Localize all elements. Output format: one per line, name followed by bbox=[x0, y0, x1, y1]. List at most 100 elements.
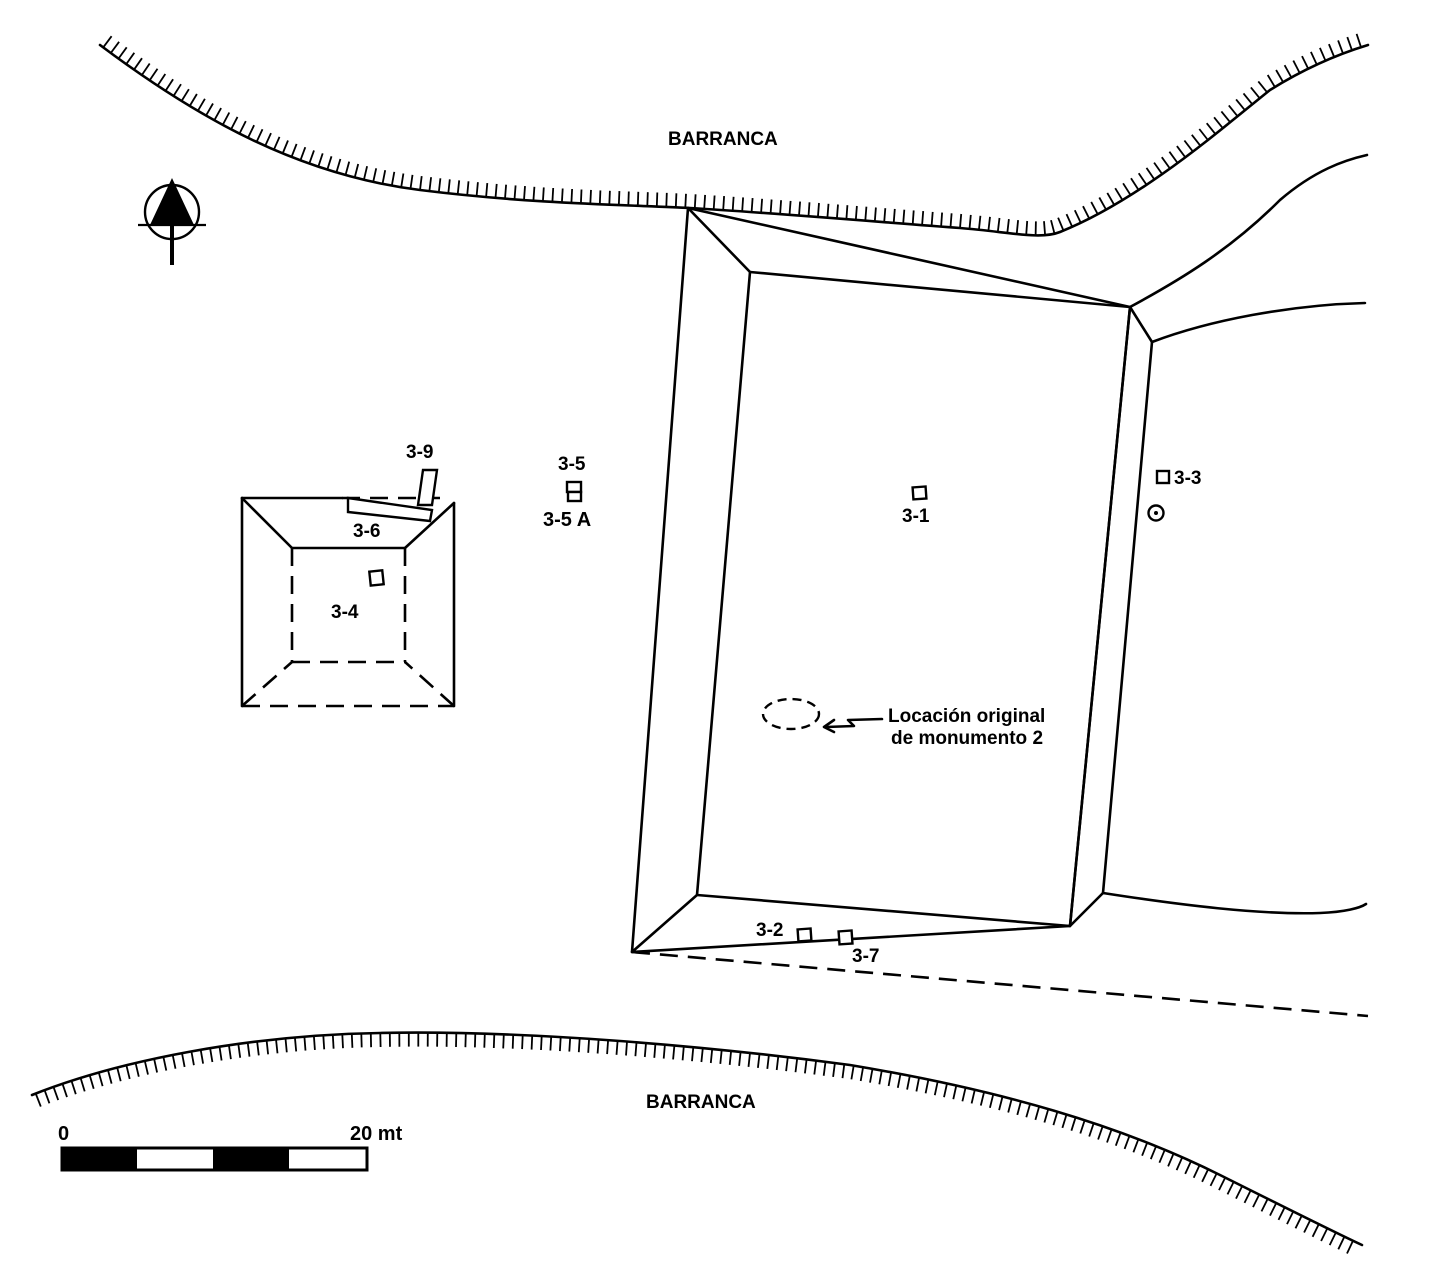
hachure-tick bbox=[237, 1043, 242, 1058]
hachure-tick bbox=[728, 1050, 732, 1065]
hachure-tick bbox=[873, 207, 877, 222]
hachure-tick bbox=[921, 211, 925, 226]
hachure-tick bbox=[521, 1035, 524, 1050]
hachure-tick bbox=[190, 1051, 195, 1066]
hachure-tick bbox=[1082, 205, 1091, 220]
hachure-tick bbox=[390, 171, 396, 186]
hachure-tick bbox=[284, 1038, 288, 1053]
hachure-tick bbox=[930, 211, 934, 226]
hachure-tick bbox=[294, 1037, 298, 1052]
monument-3-6-stone bbox=[346, 496, 434, 523]
hachure-tick bbox=[265, 1040, 269, 1055]
hachure-tick bbox=[580, 189, 583, 204]
monument-3-1-marker bbox=[911, 485, 928, 501]
hachure-tick bbox=[804, 1059, 808, 1074]
hachure-tick bbox=[1235, 98, 1246, 111]
hachure-tick bbox=[164, 78, 174, 92]
hachure-tick bbox=[238, 120, 247, 135]
hachure-tick bbox=[180, 88, 190, 102]
hachure-tick bbox=[485, 183, 489, 198]
hachure-tick bbox=[826, 203, 830, 218]
hachure-tick bbox=[1088, 1122, 1095, 1137]
hachure-tick bbox=[615, 1040, 619, 1055]
hachure-tick bbox=[850, 1065, 855, 1080]
hachure-tick bbox=[1294, 1215, 1303, 1229]
hachure-tick bbox=[1114, 187, 1124, 201]
hachure-tick bbox=[199, 1049, 204, 1064]
monument-3-3-label: 3-3 bbox=[1174, 468, 1201, 489]
hachure-tick bbox=[906, 1075, 911, 1090]
hachure-tick bbox=[589, 189, 592, 204]
hachure-tick bbox=[483, 1033, 486, 1048]
hachure-tick bbox=[989, 1093, 995, 1109]
hachure-tick bbox=[979, 1091, 985, 1106]
hachure-tick bbox=[1283, 64, 1293, 78]
hachure-tick bbox=[598, 190, 602, 205]
hachure-tick bbox=[143, 1060, 149, 1075]
hachure-tick bbox=[52, 1086, 60, 1101]
hachure-tick bbox=[213, 107, 222, 121]
hachure-tick bbox=[798, 201, 801, 216]
hachure-tick bbox=[1106, 192, 1116, 206]
hachure-tick bbox=[247, 124, 255, 139]
hachure-tick bbox=[1228, 104, 1239, 117]
hachure-tick bbox=[1175, 1156, 1184, 1171]
hachure-tick bbox=[617, 191, 621, 206]
hachure-tick bbox=[760, 198, 763, 213]
hachure-tick bbox=[703, 194, 706, 209]
hachure-tick bbox=[1310, 51, 1318, 65]
hachure-tick bbox=[504, 184, 507, 199]
hachure-tick bbox=[987, 216, 991, 231]
monument-3-2-label: 3-2 bbox=[756, 920, 783, 941]
hachure-tick bbox=[264, 132, 272, 147]
hachure-tick bbox=[1192, 1164, 1201, 1179]
hachure-tick bbox=[1141, 1142, 1149, 1157]
hachure-tick bbox=[712, 195, 716, 210]
hachure-tick bbox=[665, 192, 668, 207]
hachure-tick bbox=[1328, 43, 1336, 58]
hachure-tick bbox=[1346, 36, 1353, 51]
hachure-tick bbox=[1149, 1145, 1157, 1160]
hachure-tick bbox=[902, 209, 906, 224]
hachure-tick bbox=[1123, 1135, 1131, 1150]
hachure-tick bbox=[447, 179, 451, 194]
hachure-tick bbox=[719, 1049, 723, 1064]
hachure-tick bbox=[996, 217, 1001, 233]
hachure-tick bbox=[1043, 221, 1046, 236]
hachure-tick bbox=[1061, 1114, 1068, 1129]
hachure-tick bbox=[79, 1077, 86, 1092]
hachure-tick bbox=[492, 1033, 496, 1049]
hachure-tick bbox=[1311, 1223, 1320, 1238]
hachure-tick bbox=[1205, 122, 1217, 135]
hachure-tick bbox=[1260, 1198, 1269, 1212]
hachure-tick bbox=[859, 1067, 864, 1082]
hachure-tick bbox=[559, 1037, 562, 1052]
hachure-tick bbox=[813, 1060, 817, 1075]
hachure-tick bbox=[273, 136, 281, 151]
hachure-tick bbox=[1355, 33, 1362, 48]
hachure-tick bbox=[878, 1070, 883, 1085]
hachure-tick bbox=[97, 1072, 104, 1087]
monument-3-5a-marker bbox=[566, 490, 583, 503]
hachure-tick bbox=[1057, 217, 1065, 231]
hachure-tick bbox=[1025, 220, 1029, 235]
hachure-tick bbox=[892, 208, 896, 223]
hachure-tick bbox=[869, 1068, 874, 1083]
hachure-tick bbox=[1090, 201, 1099, 215]
hachure-tick bbox=[1218, 1177, 1227, 1191]
monument-3-5-marker bbox=[565, 480, 583, 494]
hachure-tick bbox=[769, 199, 773, 214]
hachure-tick bbox=[1303, 1219, 1312, 1233]
original-location-ellipse bbox=[761, 697, 821, 731]
hachure-tick bbox=[596, 1039, 600, 1054]
hachure-tick bbox=[1145, 167, 1156, 181]
hachure-tick bbox=[228, 1045, 232, 1060]
hachure-tick bbox=[662, 1044, 666, 1059]
hachure-tick bbox=[1286, 1211, 1295, 1225]
hachure-tick bbox=[757, 1053, 761, 1069]
hachure-tick bbox=[88, 1074, 95, 1089]
hachure-tick bbox=[125, 52, 136, 65]
hachure-tick bbox=[883, 208, 887, 223]
hachure-tick bbox=[230, 116, 239, 130]
